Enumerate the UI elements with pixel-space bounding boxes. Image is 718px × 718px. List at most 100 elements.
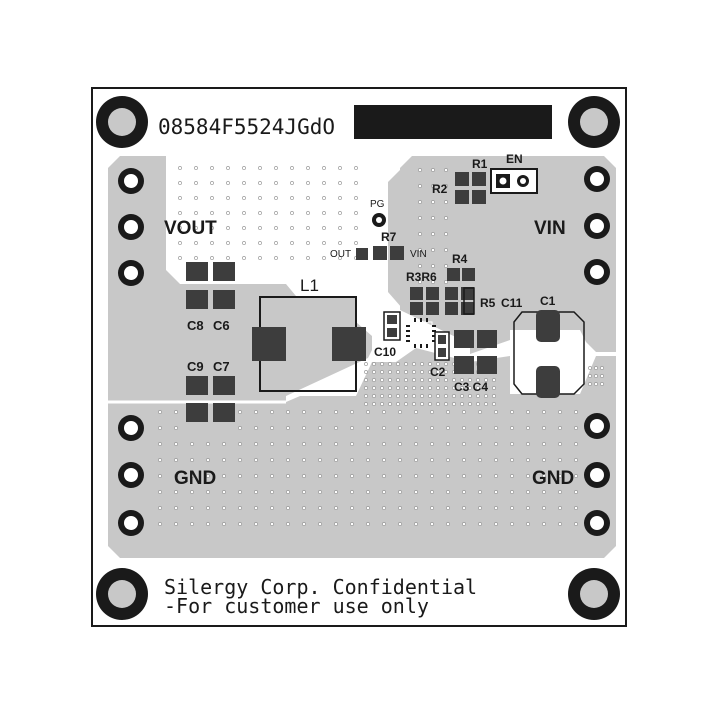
via: [226, 226, 230, 230]
via: [478, 426, 482, 430]
via: [178, 226, 182, 230]
via: [526, 490, 530, 494]
via: [194, 166, 198, 170]
label-c11: C11: [501, 296, 523, 310]
via: [594, 382, 598, 386]
mounting-hole-bottom-right: [568, 568, 620, 620]
via: [306, 181, 310, 185]
via: [574, 490, 578, 494]
via: [354, 226, 358, 230]
part-number: 08584F5524JGdO: [158, 115, 335, 139]
via: [254, 410, 258, 414]
via: [452, 394, 456, 398]
via: [468, 378, 472, 382]
via: [430, 410, 434, 414]
via: [210, 241, 214, 245]
via: [286, 506, 290, 510]
via: [366, 458, 370, 462]
via: [558, 474, 562, 478]
via: [428, 386, 432, 390]
via: [444, 232, 448, 236]
via: [431, 264, 435, 268]
copper-pour-center: [388, 158, 430, 308]
via: [270, 426, 274, 430]
via: [380, 394, 384, 398]
via: [430, 458, 434, 462]
pad-c9-bottom: [186, 403, 208, 422]
via: [354, 166, 358, 170]
pad-r3-a: [410, 287, 423, 300]
via: [420, 394, 424, 398]
via: [444, 264, 448, 268]
via: [418, 280, 422, 284]
pad-r1-a: [472, 172, 486, 186]
via: [431, 184, 435, 188]
via: [226, 241, 230, 245]
via: [286, 522, 290, 526]
via: [302, 426, 306, 430]
via: [190, 458, 194, 462]
via: [476, 386, 480, 390]
via: [436, 362, 440, 366]
via: [372, 402, 376, 406]
via: [444, 378, 448, 382]
via: [242, 241, 246, 245]
redaction-bar: [354, 105, 552, 139]
via: [462, 458, 466, 462]
via: [478, 442, 482, 446]
label-vin: VIN: [534, 218, 566, 239]
via: [286, 426, 290, 430]
via: [364, 386, 368, 390]
via: [558, 490, 562, 494]
via: [420, 378, 424, 382]
via: [462, 490, 466, 494]
inductor-l1-pad-right: [332, 327, 366, 361]
via: [476, 394, 480, 398]
via: [558, 522, 562, 526]
via: [354, 181, 358, 185]
via: [380, 402, 384, 406]
via: [412, 402, 416, 406]
via: [290, 241, 294, 245]
via: [222, 490, 226, 494]
via: [396, 394, 400, 398]
via: [510, 490, 514, 494]
via-grid: [158, 166, 604, 526]
via: [334, 474, 338, 478]
via: [274, 241, 278, 245]
via: [270, 458, 274, 462]
footer-line-1: Silergy Corp. Confidential: [164, 575, 477, 599]
via: [158, 410, 162, 414]
via: [334, 442, 338, 446]
via: [420, 402, 424, 406]
via: [444, 184, 448, 188]
via: [494, 490, 498, 494]
via: [510, 442, 514, 446]
via: [254, 490, 258, 494]
via: [478, 506, 482, 510]
via: [302, 442, 306, 446]
via: [372, 370, 376, 374]
via: [350, 474, 354, 478]
via: [431, 232, 435, 236]
via: [468, 386, 472, 390]
label-r2: R2: [432, 182, 448, 196]
via: [510, 506, 514, 510]
via: [412, 370, 416, 374]
via: [428, 362, 432, 366]
via: [404, 362, 408, 366]
terminal-gnd-left-2: [118, 462, 144, 488]
via: [238, 442, 242, 446]
via: [338, 256, 342, 260]
via: [178, 256, 182, 260]
via: [446, 474, 450, 478]
via: [414, 506, 418, 510]
via: [364, 402, 368, 406]
via: [242, 166, 246, 170]
via: [174, 426, 178, 430]
via: [398, 426, 402, 430]
via: [431, 168, 435, 172]
pad-c3-top: [454, 330, 474, 348]
via: [430, 506, 434, 510]
